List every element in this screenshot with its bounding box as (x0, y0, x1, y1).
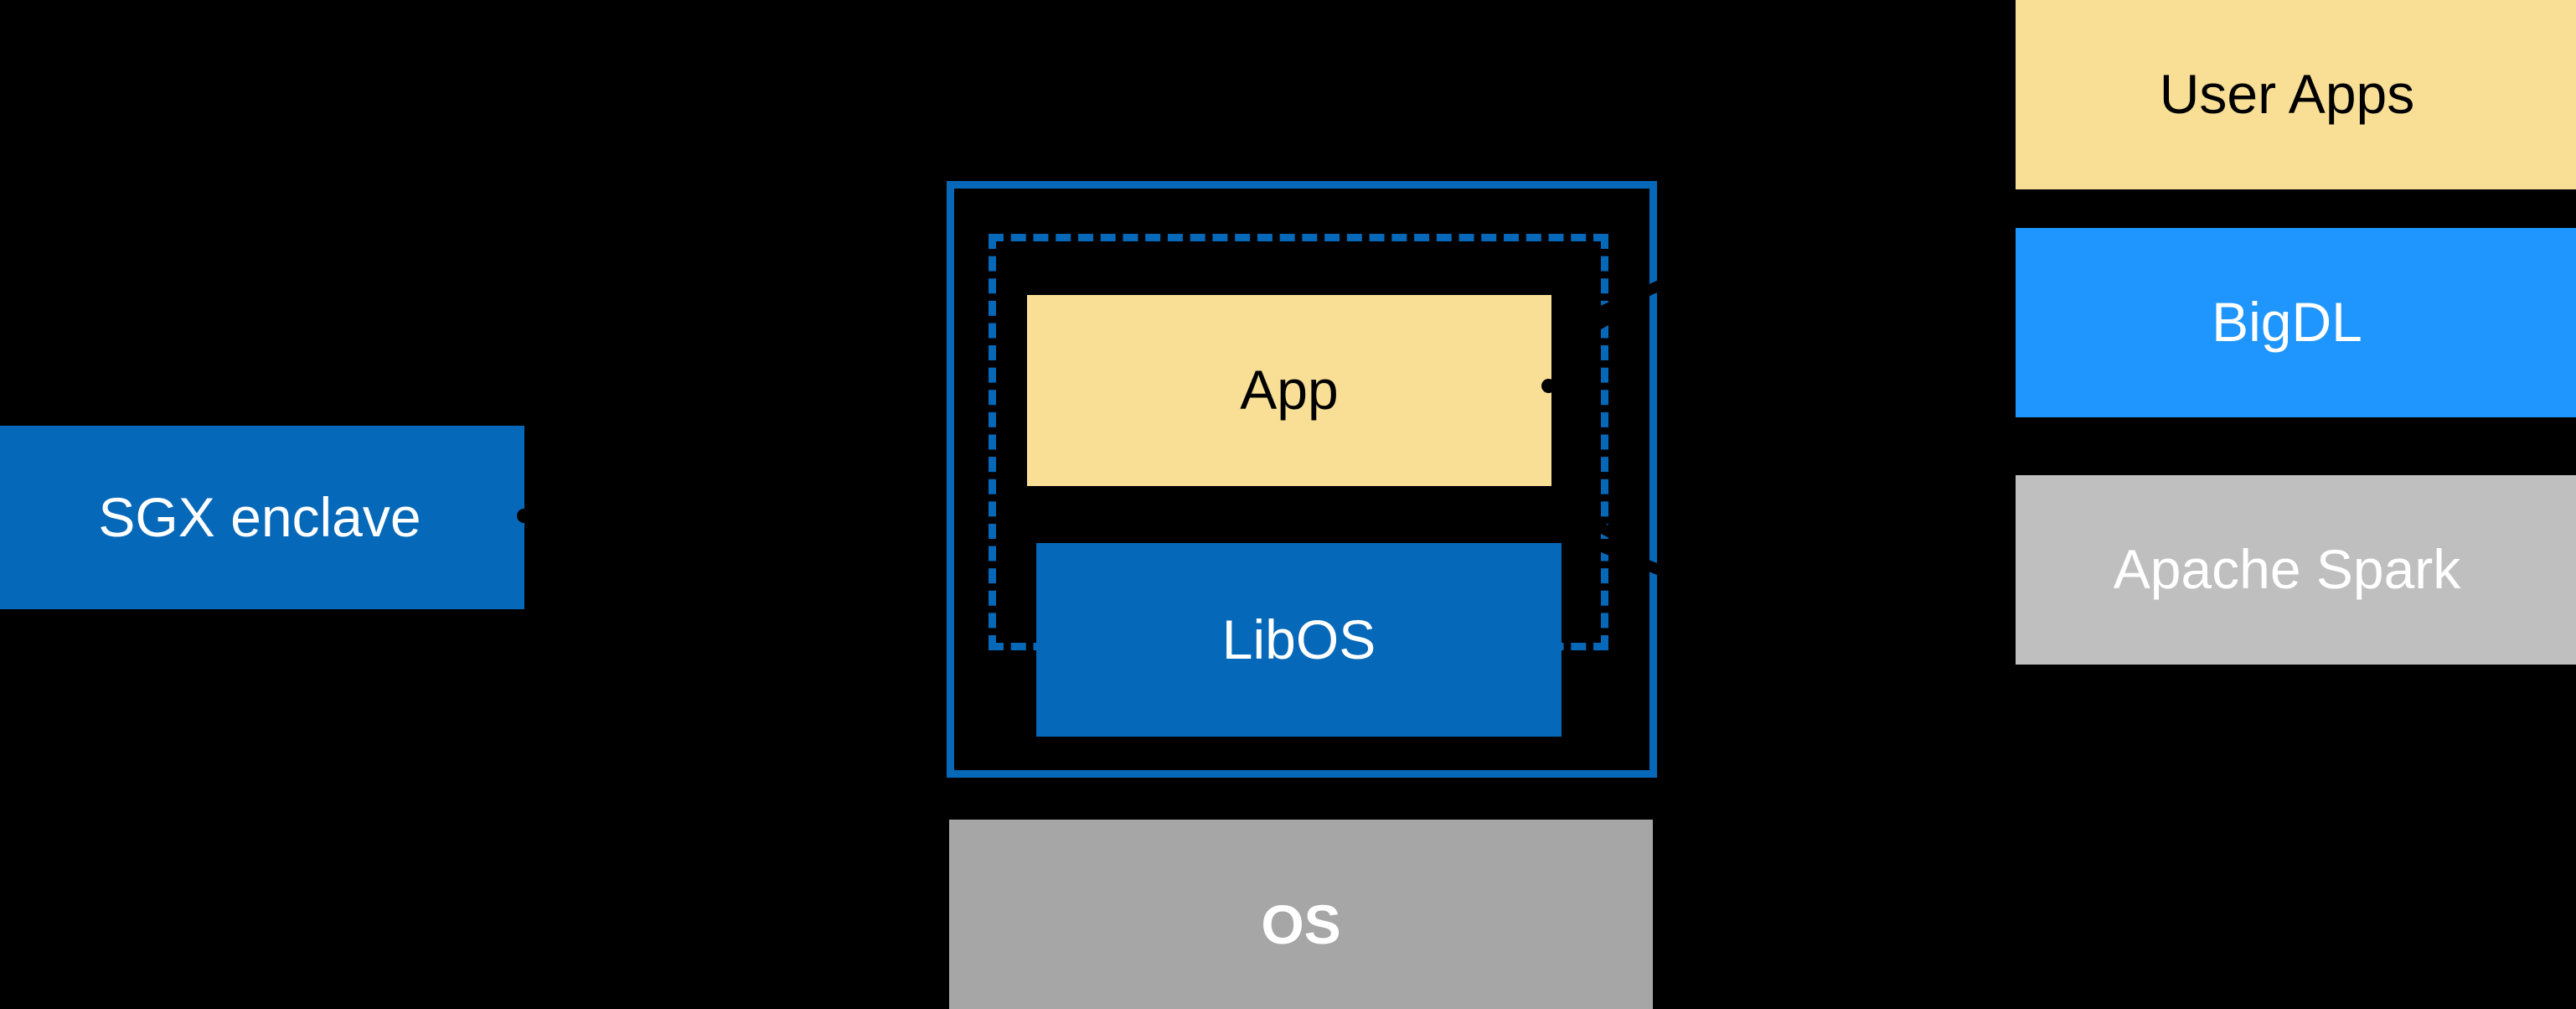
app-connector-endpoint-dot (1541, 379, 1556, 393)
enclave-outer-frame (947, 181, 1657, 778)
os-box: OS (949, 820, 1653, 1009)
app-box: App (1027, 295, 1551, 486)
user-apps-label: User Apps (2159, 63, 2415, 126)
apache-spark-box: Apache Spark (2016, 475, 2576, 665)
user-apps-box: User Apps (2016, 0, 2576, 189)
sgx-enclave-box: SGX enclave (0, 426, 524, 609)
bigdl-label: BigDL (2212, 291, 2362, 354)
libos-label: LibOS (1221, 608, 1376, 670)
libos-box: LibOS (1036, 543, 1562, 737)
sgx-enclave-label: SGX enclave (98, 485, 421, 548)
sgx-connector-endpoint-dot (517, 509, 531, 523)
bigdl-box: BigDL (2016, 228, 2576, 417)
app-label: App (1240, 359, 1339, 422)
os-label: OS (1261, 893, 1341, 956)
apache-spark-label: Apache Spark (2113, 538, 2461, 601)
